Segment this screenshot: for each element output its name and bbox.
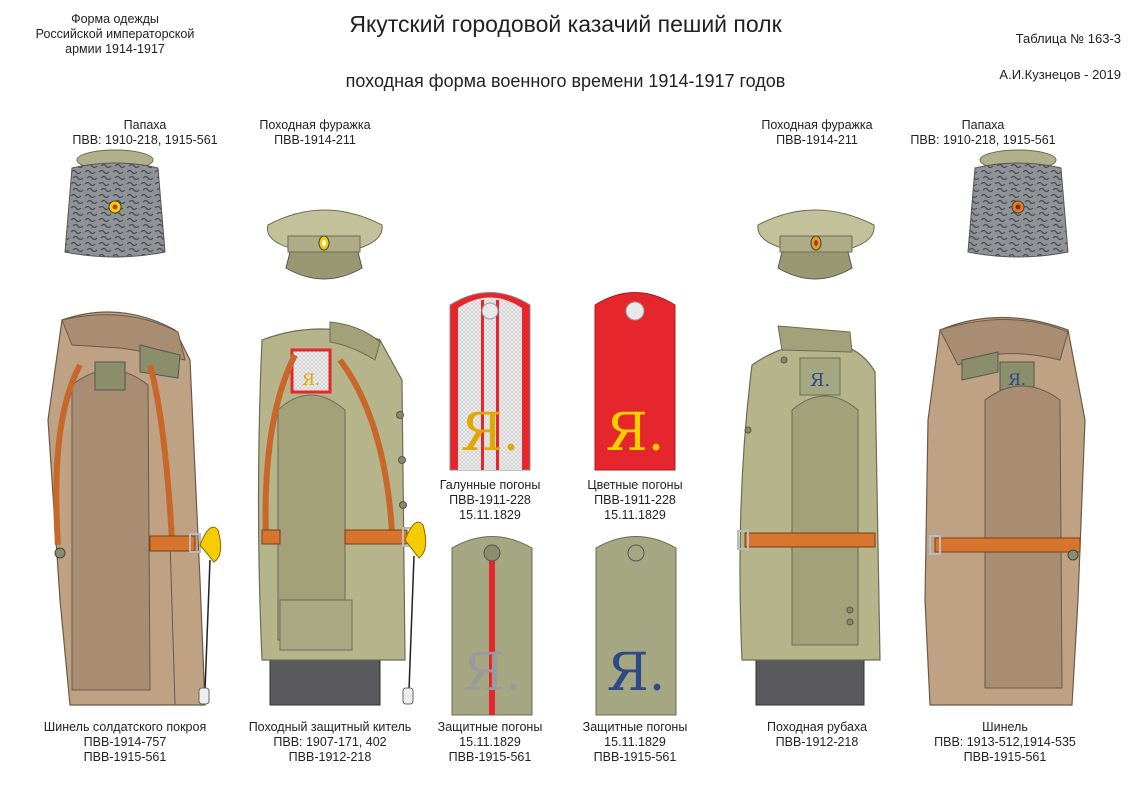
header-left-caption: Форма одежды Российской императорской ар… [35, 12, 195, 56]
shoulder-board-galun [449, 292, 531, 471]
svg-text:Я.: Я. [810, 370, 830, 391]
field-cap-right [757, 209, 875, 280]
field-cap-left [266, 209, 383, 280]
button-icon [483, 544, 501, 562]
author: А.И.Кузнецов - 2019 [999, 67, 1121, 82]
color-board-caption: Цветные погоны ПВВ-1911-228 15.11.1829 [587, 478, 683, 522]
field-shirt: Я. [737, 325, 881, 706]
button-icon [625, 301, 645, 321]
board-letter-color: Я. [606, 403, 665, 463]
page-subtitle: походная форма военного времени 1914-191… [345, 71, 786, 91]
papakha-left-caption: Папаха ПВВ: 1910-218, 1915-561 [72, 118, 218, 147]
table-number: Таблица № 163-3 [1015, 31, 1121, 46]
papakha-right [967, 149, 1069, 258]
field-tunic: Я. [257, 321, 427, 706]
protective-board-1-caption: Защитные погоны 15.11.1829 ПВВ-1915-561 [437, 720, 543, 764]
papakha-left [64, 149, 166, 258]
shoulder-board-color [594, 292, 676, 471]
protective-board-2-caption: Защитные погоны 15.11.1829 ПВВ-1915-561 [582, 720, 688, 764]
svg-text:Я.: Я. [302, 370, 320, 389]
field-tunic-caption: Походный защитный китель ПВВ: 1907-171, … [248, 720, 412, 764]
header-right: Таблица № 163-3 А.И.Кузнецов - 2019 [999, 12, 1121, 102]
board-letter-galun: Я. [461, 403, 520, 463]
papakha-right-caption: Папаха ПВВ: 1910-218, 1915-561 [910, 118, 1056, 147]
shoulder-board-protective-2 [595, 536, 677, 716]
shoulder-board-protective-1 [451, 536, 533, 716]
board-letter-protective-2: Я. [607, 643, 666, 703]
page-title: Якутский городовой казачий пеший полк [349, 11, 782, 37]
cap-right-caption: Походная фуражка ПВВ-1914-211 [761, 118, 873, 147]
button-icon [627, 544, 645, 562]
button-icon [481, 302, 499, 320]
greatcoat: Я. [924, 316, 1086, 706]
svg-text:Я.: Я. [1008, 370, 1026, 389]
greatcoat-soldier [47, 311, 222, 706]
cap-left-caption: Походная фуражка ПВВ-1914-211 [259, 118, 371, 147]
field-shirt-caption: Походная рубаха ПВВ-1912-218 [766, 720, 868, 749]
board-letter-protective-1: Я. [463, 643, 522, 703]
greatcoat-caption: Шинель ПВВ: 1913-512,1914-535 ПВВ-1915-5… [934, 720, 1076, 764]
galun-board-caption: Галунные погоны ПВВ-1911-228 15.11.1829 [439, 478, 541, 522]
greatcoat-soldier-caption: Шинель солдатского покроя ПВВ-1914-757 П… [43, 720, 207, 764]
